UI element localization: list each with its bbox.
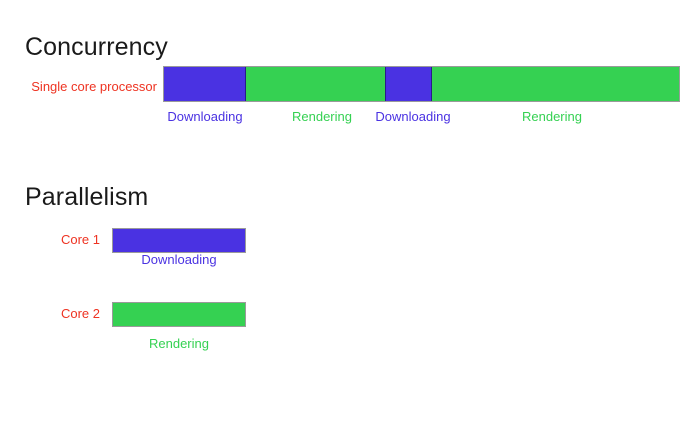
timeline-single-core-processor	[163, 66, 680, 102]
segment-downloading-1	[164, 67, 247, 101]
caption-downloading-2: Downloading	[375, 109, 451, 124]
segment-rendering-2	[431, 67, 679, 101]
heading-concurrency: Concurrency	[25, 33, 168, 61]
segment-downloading-2	[385, 67, 432, 101]
timeline-core-1	[112, 228, 246, 253]
timeline-core-2	[112, 302, 246, 327]
segment-rendering-1	[246, 67, 386, 101]
row-label-single-core-processor: Single core processor	[31, 79, 157, 94]
caption-core-1-downloading: Downloading	[141, 252, 217, 267]
row-label-core-2: Core 2	[60, 306, 100, 321]
caption-rendering-1: Rendering	[292, 109, 352, 124]
caption-core-2-rendering: Rendering	[149, 336, 209, 351]
caption-downloading-1: Downloading	[167, 109, 243, 124]
row-label-core-1: Core 1	[60, 232, 100, 247]
heading-parallelism: Parallelism	[25, 183, 149, 211]
caption-rendering-2: Rendering	[522, 109, 582, 124]
